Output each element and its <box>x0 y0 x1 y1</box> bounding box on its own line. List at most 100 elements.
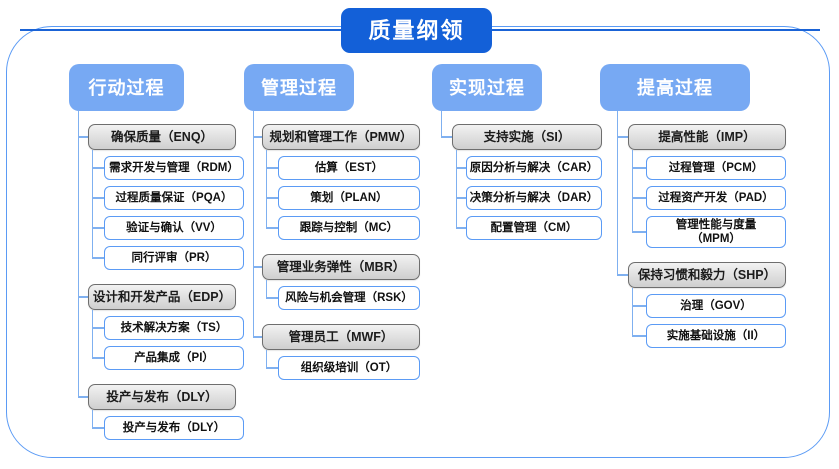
leaf-box[interactable]: 过程管理（PCM） <box>646 156 786 180</box>
leaf-box[interactable]: 组织级培训（OT） <box>278 356 420 380</box>
connector-child-stub <box>92 357 104 359</box>
connector-group-vertical <box>92 410 94 428</box>
connector-trunk-stub <box>253 336 262 338</box>
group-box-label: 管理员工（MWF） <box>288 329 394 344</box>
column-header-label: 管理过程 <box>261 77 337 98</box>
leaf-box[interactable]: 估算（EST） <box>278 156 420 180</box>
connector-trunk-stub <box>78 296 88 298</box>
column-header-1[interactable]: 行动过程 <box>69 64 184 111</box>
leaf-box-label: 治理（GOV） <box>680 299 752 312</box>
connector-trunk-stub <box>78 396 88 398</box>
leaf-box[interactable]: 技术解决方案（TS） <box>104 316 244 340</box>
leaf-box[interactable]: 需求开发与管理（RDM） <box>104 156 244 180</box>
column-header-3[interactable]: 实现过程 <box>432 64 542 111</box>
group-box[interactable]: 保持习惯和毅力（SHP） <box>628 262 786 288</box>
connector-child-stub <box>456 197 466 199</box>
leaf-box-label: 组织级培训（OT） <box>300 361 398 374</box>
connector-child-stub <box>266 167 278 169</box>
connector-child-stub <box>456 227 466 229</box>
connector-child-stub <box>266 367 278 369</box>
leaf-box-label: 估算（EST） <box>314 161 384 174</box>
leaf-box[interactable]: 决策分析与解决（DAR） <box>466 186 602 210</box>
connector-group-vertical <box>266 150 268 228</box>
column-header-4[interactable]: 提高过程 <box>600 64 750 111</box>
leaf-box[interactable]: 同行评审（PR） <box>104 246 244 270</box>
connector-child-stub <box>266 197 278 199</box>
group-box[interactable]: 提高性能（IMP） <box>628 124 786 150</box>
leaf-box-label: 实施基础设施（II） <box>666 329 766 342</box>
leaf-box-label: 配置管理（CM） <box>490 221 578 234</box>
connector-group-vertical <box>266 350 268 368</box>
connector-group-vertical <box>632 288 634 336</box>
group-box[interactable]: 管理业务弹性（MBR） <box>262 254 420 280</box>
connector-column-trunk <box>78 111 80 397</box>
connector-trunk-stub <box>441 136 452 138</box>
leaf-box-label: 过程资产开发（PAD） <box>658 191 774 204</box>
connector-group-vertical <box>92 150 94 258</box>
group-box[interactable]: 设计和开发产品（EDP） <box>88 284 236 310</box>
leaf-box[interactable]: 管理性能与度量 （MPM） <box>646 216 786 248</box>
connector-trunk-stub <box>253 136 262 138</box>
leaf-box[interactable]: 过程质量保证（PQA） <box>104 186 244 210</box>
connector-child-stub <box>632 305 646 307</box>
group-box-label: 确保质量（ENQ） <box>110 129 214 144</box>
leaf-box-label: 投产与发布（DLY） <box>122 421 226 434</box>
connector-group-vertical <box>456 150 458 228</box>
leaf-box-label: 管理性能与度量 （MPM） <box>675 218 757 245</box>
connector-child-stub <box>266 227 278 229</box>
leaf-box-label: 需求开发与管理（RDM） <box>109 161 239 174</box>
group-box-label: 支持实施（SI） <box>483 129 571 144</box>
connector-child-stub <box>92 227 104 229</box>
connector-trunk-stub <box>78 136 88 138</box>
leaf-box[interactable]: 产品集成（PI） <box>104 346 244 370</box>
leaf-box[interactable]: 配置管理（CM） <box>466 216 602 240</box>
connector-child-stub <box>92 257 104 259</box>
leaf-box[interactable]: 实施基础设施（II） <box>646 324 786 348</box>
leaf-box-label: 风险与机会管理（RSK） <box>285 291 413 304</box>
connector-column-trunk <box>617 111 619 275</box>
column-header-label: 实现过程 <box>449 77 525 98</box>
connector-child-stub <box>92 167 104 169</box>
connector-child-stub <box>632 231 646 233</box>
leaf-box[interactable]: 原因分析与解决（CAR） <box>466 156 602 180</box>
connector-child-stub <box>632 167 646 169</box>
leaf-box[interactable]: 过程资产开发（PAD） <box>646 186 786 210</box>
connector-column-trunk <box>253 111 255 337</box>
leaf-box[interactable]: 跟踪与控制（MC） <box>278 216 420 240</box>
leaf-box-label: 决策分析与解决（DAR） <box>469 191 599 204</box>
column-header-2[interactable]: 管理过程 <box>244 64 354 111</box>
group-box-label: 设计和开发产品（EDP） <box>92 289 232 304</box>
group-box[interactable]: 管理员工（MWF） <box>262 324 420 350</box>
connector-child-stub <box>92 197 104 199</box>
leaf-box[interactable]: 投产与发布（DLY） <box>104 416 244 440</box>
connector-group-vertical <box>266 280 268 298</box>
connector-group-vertical <box>92 310 94 358</box>
leaf-box-label: 技术解决方案（TS） <box>120 321 228 334</box>
leaf-box[interactable]: 验证与确认（VV） <box>104 216 244 240</box>
leaf-box[interactable]: 风险与机会管理（RSK） <box>278 286 420 310</box>
connector-trunk-stub <box>617 136 628 138</box>
group-box[interactable]: 支持实施（SI） <box>452 124 602 150</box>
leaf-box[interactable]: 治理（GOV） <box>646 294 786 318</box>
diagram-title-box: 质量纲领 <box>341 8 492 53</box>
leaf-box-label: 同行评审（PR） <box>131 251 217 264</box>
leaf-box-label: 过程质量保证（PQA） <box>115 191 233 204</box>
leaf-box[interactable]: 策划（PLAN） <box>278 186 420 210</box>
leaf-box-label: 验证与确认（VV） <box>126 221 222 234</box>
leaf-box-label: 跟踪与控制（MC） <box>299 221 399 234</box>
connector-child-stub <box>92 427 104 429</box>
group-box[interactable]: 规划和管理工作（PMW） <box>262 124 420 150</box>
column-header-label: 行动过程 <box>88 77 165 98</box>
group-box[interactable]: 投产与发布（DLY） <box>88 384 236 410</box>
group-box-label: 提高性能（IMP） <box>658 129 756 144</box>
diagram-title-text: 质量纲领 <box>368 17 465 43</box>
connector-group-vertical <box>632 150 634 232</box>
group-box[interactable]: 确保质量（ENQ） <box>88 124 236 150</box>
connector-trunk-stub <box>253 266 262 268</box>
group-box-label: 管理业务弹性（MBR） <box>276 259 406 274</box>
connector-column-trunk <box>441 111 443 137</box>
connector-child-stub <box>92 327 104 329</box>
column-header-label: 提高过程 <box>637 77 713 98</box>
group-box-label: 规划和管理工作（PMW） <box>269 129 413 144</box>
